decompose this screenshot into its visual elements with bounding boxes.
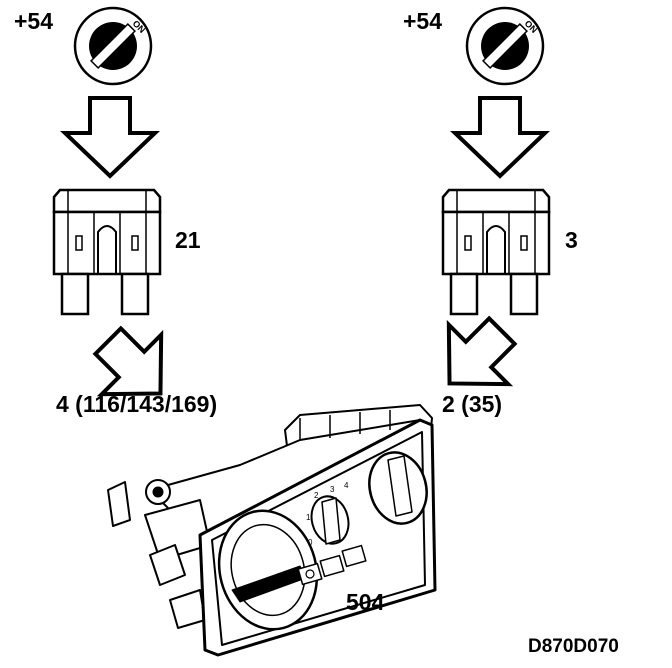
- left-fuse-number: 21: [175, 227, 201, 253]
- right-supply-label: +54: [403, 8, 443, 34]
- left-supply-label: +54: [14, 8, 54, 34]
- heater-control-panel-icon: 2 3 4 1 0: [107, 404, 437, 657]
- fuse-icon: [52, 188, 162, 316]
- svg-text:0: 0: [308, 538, 313, 547]
- arrow-down-icon: [63, 96, 157, 178]
- left-circuit-label: 4 (116/143/169): [56, 391, 218, 417]
- right-fuse-number: 3: [565, 227, 578, 253]
- right-circuit-label: 2 (35): [442, 391, 503, 417]
- svg-text:4: 4: [344, 481, 349, 490]
- arrow-down-right-icon: [446, 315, 518, 387]
- svg-text:3: 3: [330, 485, 335, 494]
- svg-text:1: 1: [306, 513, 311, 522]
- figure-code: D870D070: [528, 636, 619, 657]
- fuse-icon: [441, 188, 551, 316]
- arrow-down-left-icon: [92, 325, 164, 397]
- svg-text:2: 2: [314, 491, 319, 500]
- arrow-down-icon: [453, 96, 547, 178]
- component-number: 504: [346, 589, 385, 615]
